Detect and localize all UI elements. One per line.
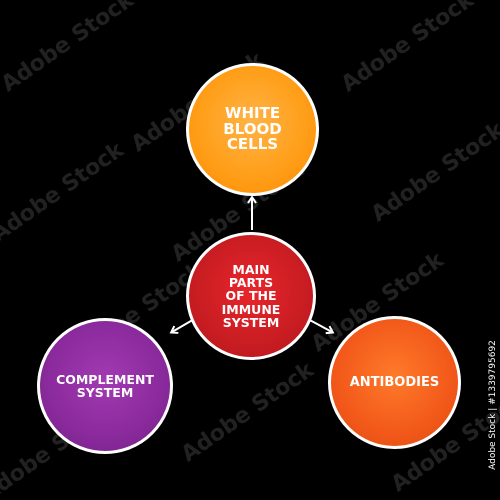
node-white-blood-cells: WHITE BLOOD CELLS xyxy=(186,63,319,196)
stock-id-text: Adobe Stock | #1339795692 xyxy=(488,340,499,470)
node-main-parts: MAIN PARTS OF THE IMMUNE SYSTEM xyxy=(186,232,316,360)
stock-id-strip: Adobe Stock | #1339795692 xyxy=(486,0,500,500)
node-complement-system: COMPLEMENT SYSTEM xyxy=(37,318,173,454)
node-label: ANTIBODIES xyxy=(349,374,440,390)
node-label: COMPLEMENT SYSTEM xyxy=(56,371,154,400)
node-label: MAIN PARTS OF THE IMMUNE SYSTEM xyxy=(221,262,281,330)
node-label: WHITE BLOOD CELLS xyxy=(223,103,282,154)
node-antibodies: ANTIBODIES xyxy=(328,316,461,449)
